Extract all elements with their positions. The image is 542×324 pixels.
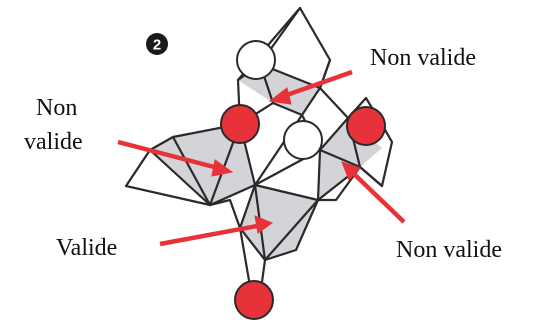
label-left-line1: Non xyxy=(36,95,78,121)
label-top-right: Non valide xyxy=(370,45,476,71)
white-node-top xyxy=(236,40,276,80)
arrows xyxy=(117,69,406,247)
arrow-bottom-right-shaft xyxy=(350,170,406,224)
red-node-right xyxy=(346,106,386,146)
label-valide: Valide xyxy=(56,235,118,261)
arrow-top-right-shaft xyxy=(283,69,353,99)
red-node-left xyxy=(220,104,260,144)
step-badge-circle xyxy=(146,33,168,55)
arrow-left-shaft xyxy=(117,139,219,171)
step-badge-number: 2 xyxy=(153,37,161,54)
arrow-valide-head xyxy=(254,215,274,234)
edge-bottom-2 xyxy=(253,183,320,202)
edge-top-3 xyxy=(258,62,322,117)
shaded-triangle-bottom-1 xyxy=(255,185,318,260)
arrow-left-head xyxy=(211,159,234,177)
shaded-triangle-right-3 xyxy=(318,150,360,200)
edge-right-4 xyxy=(316,148,322,202)
edge-bottom-5 xyxy=(238,226,267,262)
edge-bottom-4 xyxy=(238,183,257,230)
red-node-bottom xyxy=(234,280,274,320)
nodes xyxy=(220,40,386,320)
white-node-center xyxy=(283,120,323,160)
edge-bottom-3 xyxy=(263,198,320,262)
shaded-triangle-bottom-2 xyxy=(240,185,265,260)
outer-boundary xyxy=(124,6,394,300)
shaded-triangle-top-right xyxy=(260,64,320,115)
arrow-valide-shaft xyxy=(159,223,258,247)
arrow-top-right-head xyxy=(268,87,292,105)
step-badge: 2 xyxy=(146,33,168,55)
label-bottom-right: Non valide xyxy=(396,237,502,263)
shaded-triangle-left-2 xyxy=(210,124,255,205)
edge-right-2 xyxy=(318,148,362,169)
label-left-line2: valide xyxy=(24,129,83,155)
arrow-bottom-right-head xyxy=(341,161,361,181)
edge-left-2 xyxy=(148,148,212,207)
edge-left-3 xyxy=(208,183,257,207)
